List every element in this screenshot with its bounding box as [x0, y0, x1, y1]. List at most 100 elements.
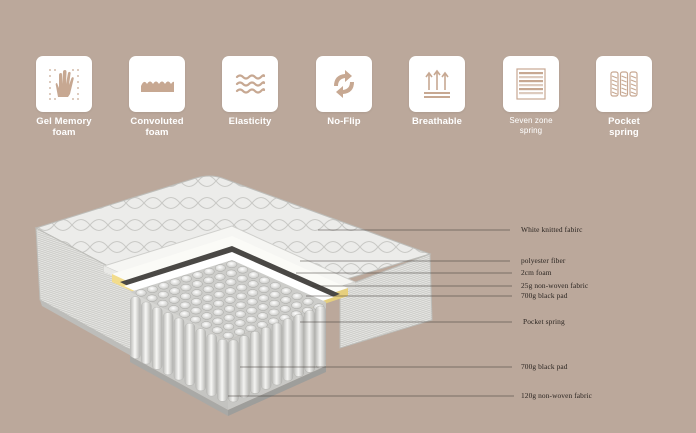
spring-coil-top — [257, 303, 269, 311]
spring-coil-top — [179, 301, 191, 309]
spring-coil-top — [268, 308, 280, 317]
spring-coil-top — [234, 328, 246, 336]
feature-label: Breathable — [411, 116, 463, 127]
spring-coil-top — [212, 317, 224, 325]
spring-coil-top — [245, 324, 257, 333]
layer-label-knitted-fabric: White knitted fabirc — [521, 225, 583, 234]
spring-coil-top — [258, 285, 270, 293]
spring-coil-side — [249, 331, 261, 394]
flip-arrows-icon — [316, 56, 372, 112]
feature-convoluted-foam: Convoluted foam — [111, 56, 203, 138]
feature-breathable: Breathable — [391, 56, 483, 127]
spring-coil-top — [180, 275, 192, 283]
spring-coil-top — [225, 269, 237, 277]
spring-coil-top — [214, 264, 226, 272]
spring-coil-top — [235, 292, 247, 301]
spring-coil-top — [203, 267, 215, 276]
spring-coil-top — [202, 294, 214, 302]
mattress-illustration — [34, 175, 514, 416]
feature-label: Pocket spring — [608, 116, 640, 138]
spring-coil-top — [279, 305, 291, 313]
spring-coil-side — [173, 317, 185, 381]
spring-coil-top — [222, 331, 234, 340]
layer-label-polyester-fiber: polyester fiber — [521, 256, 566, 265]
mattress-cross-section: White knitted fabirc polyester fiber 2cm… — [0, 170, 696, 433]
spring-coil-top — [236, 275, 248, 283]
spring-coil-top — [146, 294, 158, 302]
spring-coil-top — [158, 282, 170, 290]
spring-coil-top — [200, 321, 212, 329]
spring-coil-top — [168, 296, 180, 304]
spring-coil-top — [302, 298, 314, 306]
spring-coil-top — [146, 285, 158, 293]
layer-label-pocket-spring: Pocket spring — [523, 317, 565, 326]
spring-coil-top — [236, 283, 248, 292]
spring-coil-top — [180, 292, 192, 301]
feature-icon-row: Gel Memory foam Convoluted foam Elastici… — [0, 0, 696, 150]
layer-label-2cm-foam: 2cm foam — [521, 268, 552, 277]
spring-coil-top — [245, 315, 257, 324]
spring-coil-side — [260, 326, 272, 390]
spring-coil-top — [235, 301, 247, 309]
spring-coil-side — [271, 322, 283, 386]
spring-coil-top — [157, 299, 169, 308]
spring-coil-top — [201, 312, 213, 320]
spring-coil-top — [191, 280, 203, 288]
spring-coil-side — [293, 314, 304, 377]
spring-coil-top — [248, 271, 260, 279]
spring-coil-top — [258, 276, 270, 285]
spring-coil-top — [246, 298, 258, 306]
spring-coil-top — [191, 289, 203, 297]
spring-coil-side — [151, 307, 163, 370]
layer-label-black-pad-top: 700g black pad — [521, 291, 568, 300]
spring-coil-top — [135, 289, 147, 297]
hand-icon — [36, 56, 92, 112]
spring-coil-top — [213, 299, 225, 308]
spring-coil-top — [190, 315, 202, 324]
spring-coil-top — [201, 303, 213, 311]
feature-pocket-spring: Pocket spring — [578, 56, 670, 138]
spring-coil-top — [257, 312, 269, 320]
spring-coil-top — [234, 310, 246, 318]
spring-coil-side — [282, 318, 294, 382]
spring-coil-top — [225, 278, 237, 286]
spring-coil-top — [280, 287, 292, 295]
feature-label: Gel Memory foam — [36, 116, 92, 138]
feature-elasticity: Elasticity — [204, 56, 296, 127]
spring-coil-top — [168, 305, 180, 313]
pocket-spring-icon — [596, 56, 652, 112]
spring-coil-top — [212, 308, 224, 317]
spring-coil-top — [169, 278, 181, 286]
spring-coil-top — [269, 291, 281, 299]
spring-coil-side — [217, 339, 228, 402]
spring-coil-top — [179, 310, 191, 318]
layer-label-black-pad-bottom: 700g black pad — [521, 362, 568, 371]
spring-coil-top — [223, 314, 235, 322]
spring-coil-side — [315, 305, 326, 369]
spring-coil-top — [214, 273, 226, 281]
spring-coil-top — [214, 282, 226, 290]
spring-coil-top — [247, 289, 259, 297]
spring-coil-top — [224, 287, 236, 295]
spring-coil-top — [203, 276, 215, 285]
spring-coil-top — [280, 296, 292, 304]
spring-coil-side — [304, 310, 315, 373]
feature-label: No-Flip — [327, 116, 361, 127]
spring-coil-top — [224, 296, 236, 304]
spring-coil-top — [269, 282, 281, 290]
spring-coil-top — [291, 292, 303, 301]
spring-coil-top — [190, 298, 202, 306]
spring-coil-top — [234, 319, 246, 327]
spring-coil-top — [180, 283, 192, 292]
spring-coil-side — [228, 339, 239, 403]
spring-coil-top — [226, 260, 238, 269]
spring-coil-top — [237, 266, 249, 274]
spring-coil-side — [162, 312, 174, 375]
seven-zone-spring-icon — [503, 56, 559, 112]
layer-label-non-woven-120g: 120g non-woven fabric — [521, 391, 593, 400]
spring-coil-side — [130, 296, 141, 359]
spring-coil-top — [202, 285, 214, 293]
spring-coil-top — [190, 307, 202, 315]
spring-coil-top — [157, 291, 169, 299]
feature-no-flip: No-Flip — [298, 56, 390, 127]
